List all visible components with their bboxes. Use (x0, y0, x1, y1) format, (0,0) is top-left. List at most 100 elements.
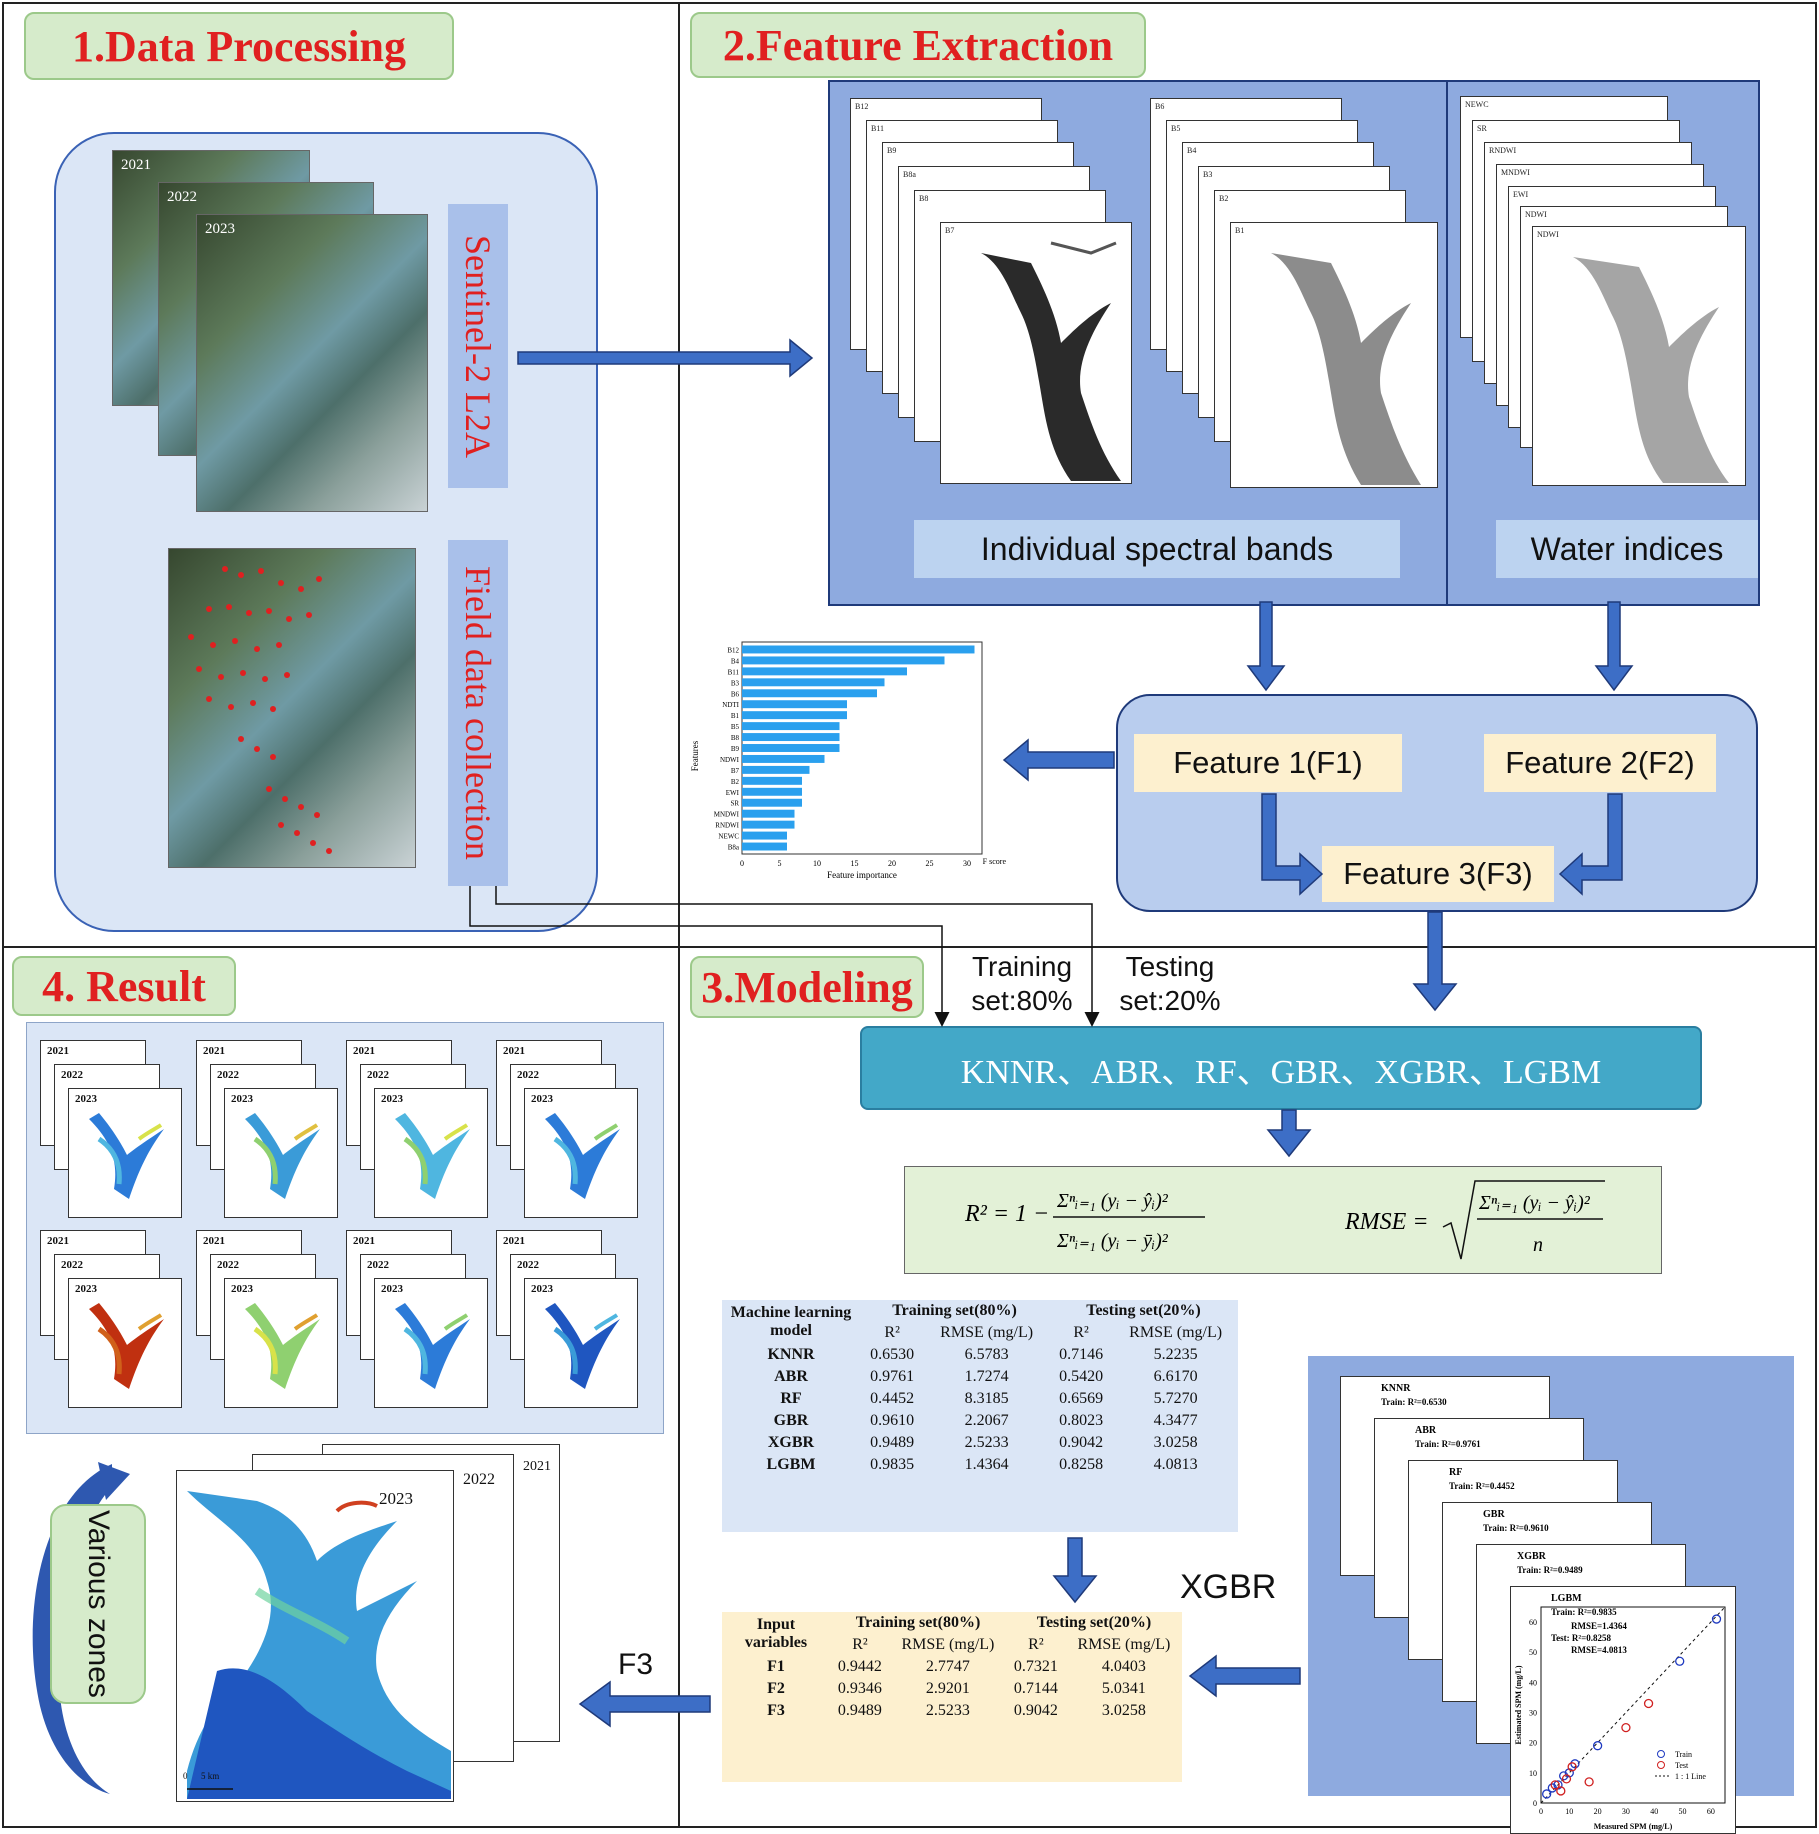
table-cell: 0.9042 (1059, 1434, 1104, 1451)
y-tick-label: 50 (1529, 1648, 1537, 1657)
table-cell: 0.9489 (837, 1702, 882, 1719)
header-r2: R² (1073, 1324, 1089, 1341)
result-year: 2021 (503, 1045, 525, 1057)
x-tick-label: 20 (1594, 1807, 1602, 1816)
test-point (1621, 1722, 1631, 1733)
x-tick-label: 30 (1622, 1807, 1630, 1816)
chart-xunit: F score (983, 857, 1007, 866)
importance-bar (742, 667, 907, 676)
models-bar: KNNR、ABR、RF、GBR、XGBR、LGBM (860, 1026, 1702, 1110)
various-zones-label: Various zones (50, 1504, 146, 1704)
importance-bar (742, 809, 795, 818)
result-year: 2023 (75, 1093, 97, 1105)
table-cell: 0.9442 (837, 1658, 882, 1675)
table-cell: 5.0341 (1101, 1680, 1146, 1697)
spectral-bands-caption: Individual spectral bands (914, 520, 1400, 578)
row-label: F3 (767, 1702, 785, 1719)
table-cell: 0.9042 (1013, 1702, 1058, 1719)
row-label: KNNR (767, 1346, 815, 1363)
importance-bar (742, 798, 802, 807)
band-sheet: B7 (940, 222, 1132, 484)
y-tick-label: 20 (1529, 1739, 1537, 1748)
test-point (1567, 1762, 1577, 1772)
result-year: 2023 (381, 1283, 403, 1295)
spm-mini-map (245, 1113, 320, 1199)
table-cell: 2.5233 (964, 1434, 1009, 1451)
result-small-map: 2023 (224, 1278, 338, 1408)
table-cell: 3.0258 (1153, 1434, 1198, 1451)
row-label: F1 (767, 1658, 785, 1675)
train-point (1553, 1780, 1563, 1790)
category-label: MNDWI (714, 811, 740, 819)
table-cell: 4.0403 (1101, 1658, 1146, 1675)
importance-bar (742, 700, 847, 709)
result-year: 2022 (217, 1069, 239, 1081)
row-label: GBR (773, 1412, 809, 1429)
importance-bar (742, 645, 975, 654)
table-cell: 0.8258 (1059, 1456, 1104, 1473)
result-year: 2021 (353, 1235, 375, 1247)
estuary-grayscale-light (1271, 253, 1421, 485)
result-year: 2022 (367, 1259, 389, 1271)
x-tick-label: 5 (778, 859, 782, 868)
category-label: B12 (727, 646, 739, 654)
row-label: XGBR (767, 1434, 815, 1451)
index-sheet: NDWI (1532, 226, 1746, 486)
spm-mini-map (89, 1113, 164, 1199)
category-label: B4 (731, 657, 740, 665)
result-year: 2021 (47, 1235, 69, 1247)
table-cell: 0.7144 (1013, 1680, 1058, 1697)
field-data-label: Field data collection (448, 540, 508, 886)
table-cell: 2.7747 (925, 1658, 970, 1675)
row-label: LGBM (766, 1456, 816, 1473)
scatter-train-r2: Train: R²=0.9610 (1483, 1523, 1549, 1533)
water-indices-caption: Water indices (1496, 520, 1758, 578)
scatter-train-r2: Train: R²=0.9489 (1517, 1565, 1583, 1575)
importance-bar (742, 733, 840, 742)
importance-bar (742, 711, 847, 720)
category-label: RNDWI (715, 822, 739, 830)
table-cell: 6.6170 (1153, 1368, 1198, 1385)
train-point (1675, 1656, 1685, 1666)
scatter-ylabel: Estimated SPM (mg/L) (1514, 1665, 1523, 1744)
category-label: B7 (731, 767, 740, 775)
x-tick-label: 40 (1650, 1807, 1658, 1816)
row-label: ABR (774, 1368, 808, 1385)
chart-ylabel: Features (690, 740, 700, 771)
feature-3-box: Feature 3(F3) (1322, 846, 1554, 902)
legend-marker (1657, 1761, 1665, 1769)
importance-bar (742, 787, 802, 796)
feature-2-box: Feature 2(F2) (1484, 734, 1716, 792)
table-cell: 2.9201 (925, 1680, 970, 1697)
spm-mini-map (545, 1303, 620, 1389)
result-year: 2021 (47, 1045, 69, 1057)
header-testing: Testing set(20%) (1036, 1614, 1152, 1631)
result-year: 2021 (353, 1045, 375, 1057)
scatter-train-r2: Train: R²=0.4452 (1449, 1481, 1515, 1491)
category-label: B11 (728, 668, 740, 676)
vertical-divider (678, 2, 680, 1828)
result-year: 2022 (367, 1069, 389, 1081)
table-cell: 1.4364 (964, 1456, 1009, 1473)
x-tick-label: 25 (926, 859, 934, 868)
category-label: NDWI (720, 756, 740, 764)
x-tick-label: 0 (1539, 1807, 1543, 1816)
spm-mini-map (545, 1113, 620, 1199)
chart-xlabel: Feature importance (827, 870, 897, 880)
scatter-stat: RMSE=1.4364 (1571, 1621, 1627, 1631)
importance-bar (742, 842, 787, 851)
result-year: 2023 (531, 1093, 553, 1105)
svg-text:Σⁿᵢ₌₁ (yᵢ − ŷᵢ)²: Σⁿᵢ₌₁ (yᵢ − ŷᵢ)² (1056, 1190, 1169, 1212)
table-cell: 0.7146 (1059, 1346, 1104, 1363)
table-cell: 0.5420 (1059, 1368, 1104, 1385)
table-cell: 4.3477 (1153, 1412, 1198, 1429)
scatter-train-r2: Train: R²=0.6530 (1381, 1397, 1447, 1407)
estuary-grayscale-dark (981, 241, 1121, 481)
x-tick-label: 30 (963, 859, 971, 868)
train-point (1558, 1771, 1569, 1781)
